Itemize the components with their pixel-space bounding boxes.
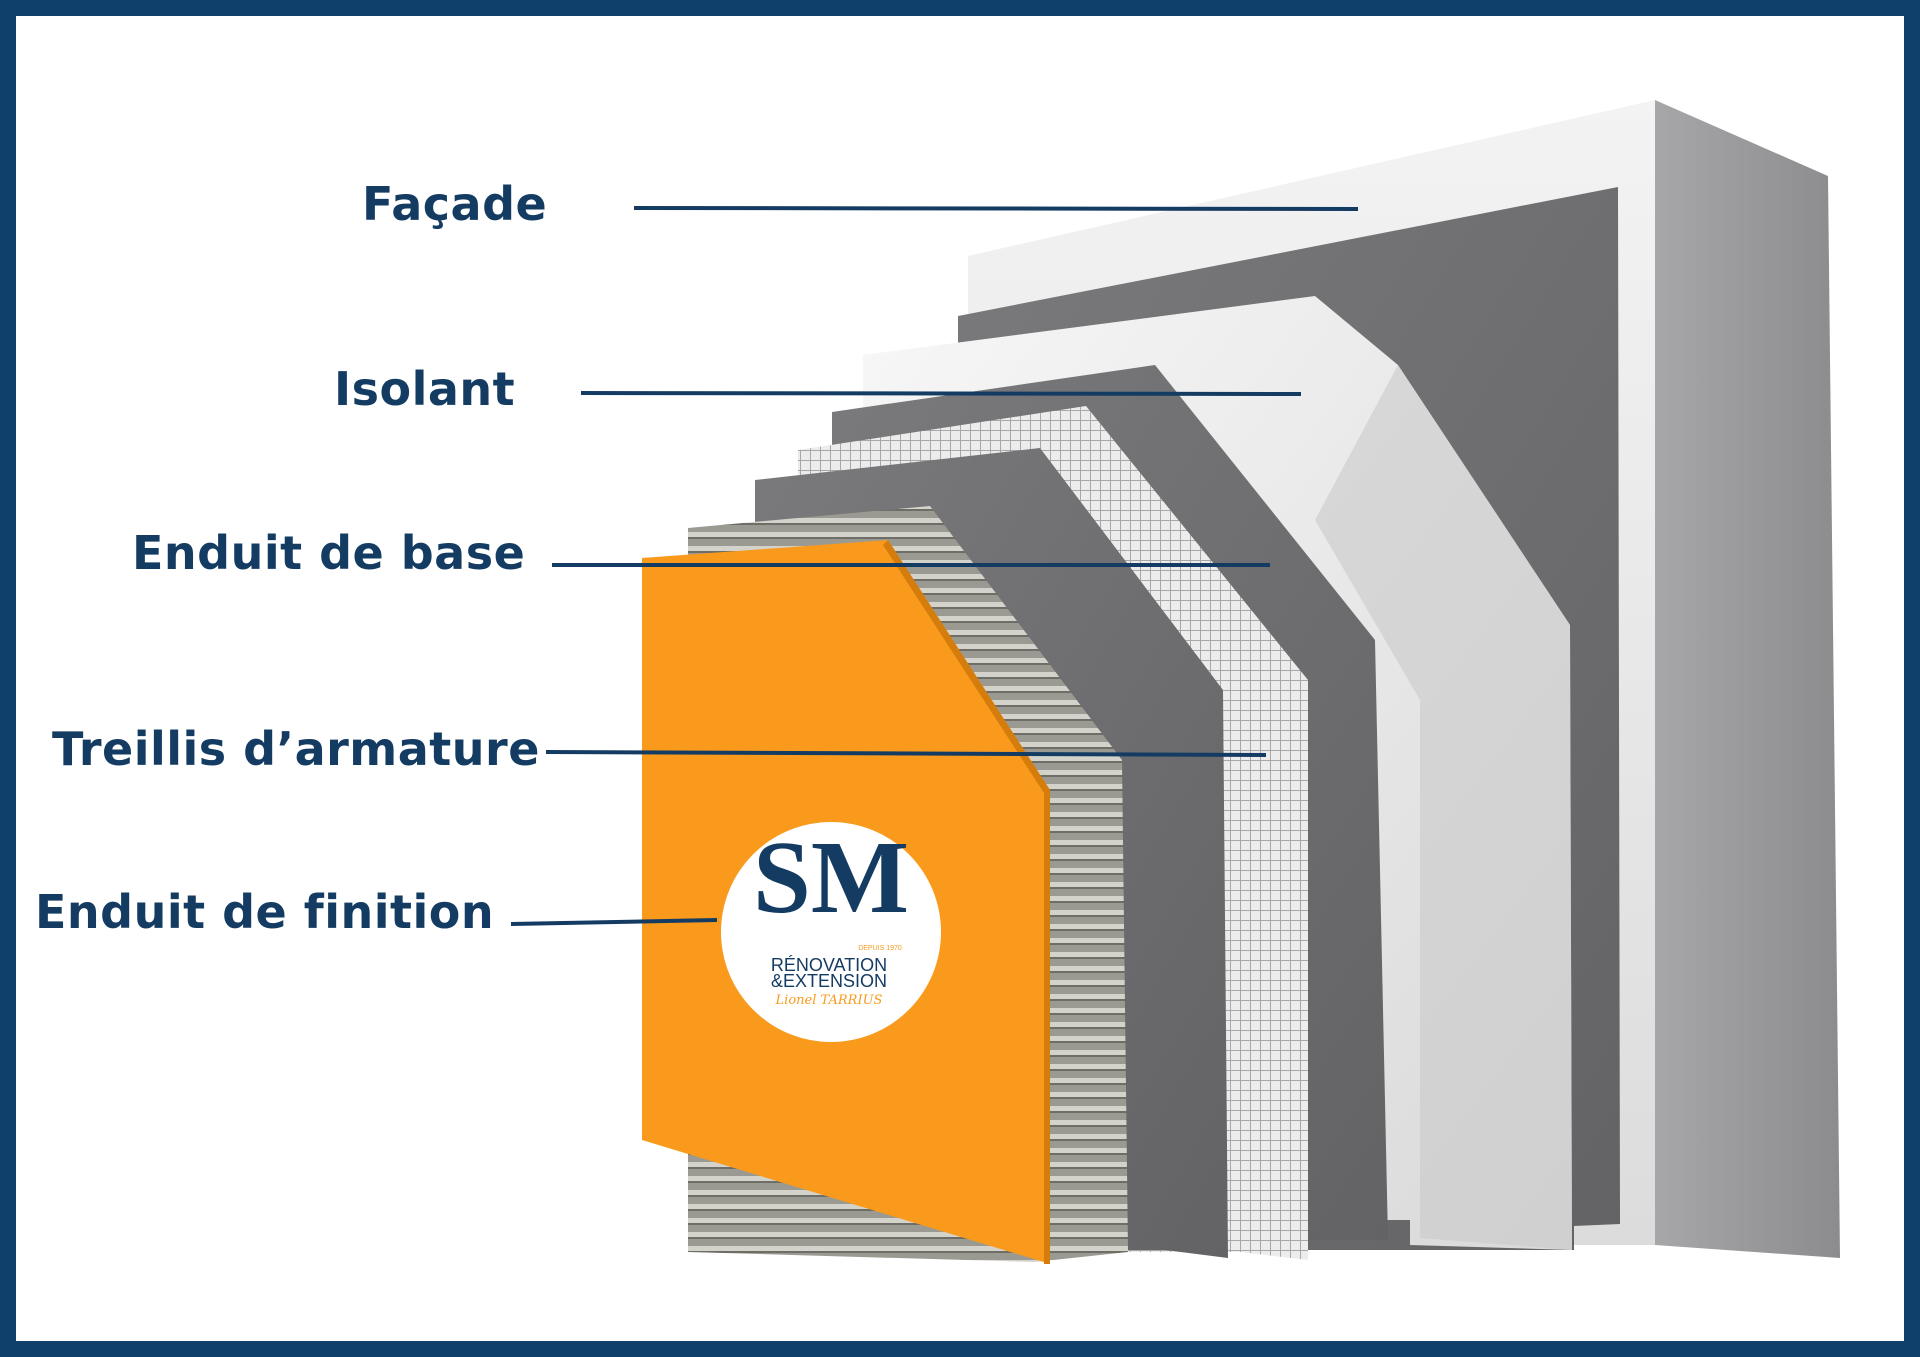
label-facade: Façade [362,177,548,231]
label-enduit-finition: Enduit de finition [35,885,495,939]
leader-line-isolant [580,391,1302,396]
leader-line-facade [633,206,1359,211]
leader-lines [510,206,1359,926]
logo-since: DEPUIS 1970 [858,945,902,952]
label-enduit-base: Enduit de base [132,526,526,580]
company-logo: SM DEPUIS 1970 RÉNOVATION &EXTENSION Lio… [721,820,941,1042]
logo-line1: RÉNOVATION [771,955,887,975]
label-treillis: Treillis d’armature [52,722,540,776]
logo-signature: Lionel TARRIUS [775,993,883,1008]
leader-line-treillis [545,750,1267,757]
logo-monogram: SM [753,820,909,935]
label-isolant: Isolant [334,362,516,416]
leader-line-enduit-finition [510,918,718,926]
logo-line2: &EXTENSION [771,971,887,991]
